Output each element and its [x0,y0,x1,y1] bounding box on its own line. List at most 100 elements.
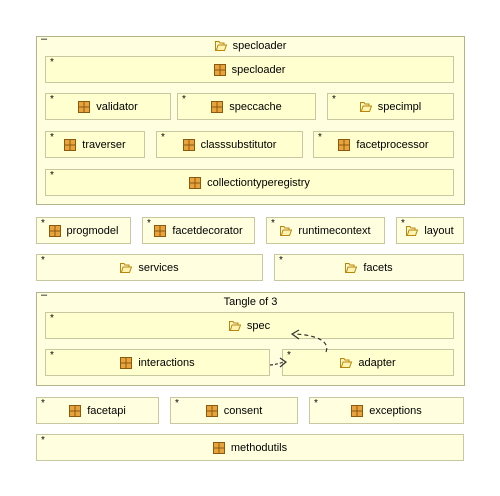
node-services-label-row: services [37,255,262,280]
node-marker: * [50,350,54,361]
node-facetdecorator[interactable]: * facetdecorator [142,217,255,244]
node-traverser[interactable]: * traverser [45,131,145,158]
node-specimpl-label-row: specimpl [328,94,453,119]
node-progmodel[interactable]: * progmodel [36,217,131,244]
node-facetprocessor-label: facetprocessor [356,138,429,151]
node-consent[interactable]: * consent [170,397,298,424]
node-classsubstitutor-label: classsubstitutor [200,138,277,151]
specloader-container-title: specloader [232,40,287,52]
class-icon [213,63,226,76]
node-specloader[interactable]: * specloader [45,56,454,83]
node-specimpl[interactable]: * specimpl [327,93,454,120]
node-spec-label-row: spec [46,313,453,338]
node-runtimecontext-label-row: runtimecontext [267,218,384,243]
node-interactions-label-row: interactions [46,350,269,375]
node-traverser-label-row: traverser [46,132,144,157]
class-icon [69,404,82,417]
node-interactions[interactable]: * interactions [45,349,270,376]
node-marker: * [314,398,318,409]
node-adapter-label-row: adapter [283,350,453,375]
node-validator-label: validator [96,100,138,113]
node-speccache-label: speccache [229,100,282,113]
node-progmodel-label-row: progmodel [37,218,130,243]
node-layout-label-row: layout [397,218,463,243]
node-classsubstitutor-label-row: classsubstitutor [157,132,302,157]
node-methodutils[interactable]: * methodutils [36,434,464,461]
node-layout-label: layout [424,224,454,237]
node-marker: * [50,313,54,324]
node-facetdecorator-label-row: facetdecorator [143,218,254,243]
node-facets[interactable]: * facets [274,254,464,281]
node-marker: * [50,132,54,143]
tangle-title: Tangle of 3 [223,296,278,308]
node-facetprocessor-label-row: facetprocessor [314,132,453,157]
class-icon [205,404,218,417]
node-facetprocessor[interactable]: * facetprocessor [313,131,454,158]
node-marker: * [41,255,45,266]
node-methodutils-label: methodutils [230,441,288,454]
node-marker: * [279,255,283,266]
node-marker: * [50,57,54,68]
package-folder-icon [345,262,358,274]
node-spec[interactable]: * spec [45,312,454,339]
node-facets-label: facets [363,261,393,274]
node-facetapi-label-row: facetapi [37,398,158,423]
node-marker: * [175,398,179,409]
package-folder-icon [120,262,133,274]
node-specloader-label-row: specloader [46,57,453,82]
class-icon [64,138,77,151]
node-marker: * [401,218,405,229]
node-progmodel-label: progmodel [66,224,119,237]
class-icon [212,441,225,454]
node-facetdecorator-label: facetdecorator [172,224,243,237]
package-folder-icon [214,40,227,52]
node-adapter-label: adapter [358,356,396,369]
node-exceptions[interactable]: * exceptions [309,397,464,424]
node-facets-label-row: facets [275,255,463,280]
package-folder-icon [359,101,372,113]
node-services[interactable]: * services [36,254,263,281]
specloader-container-title-row: specloader [37,39,464,53]
node-adapter[interactable]: * adapter [282,349,454,376]
collapse-marker[interactable]: – [41,33,48,45]
node-speccache-label-row: speccache [178,94,315,119]
class-icon [154,224,167,237]
node-marker: * [182,94,186,105]
node-marker: * [332,94,336,105]
node-exceptions-label-row: exceptions [310,398,463,423]
package-folder-icon [406,225,419,237]
node-specimpl-label: specimpl [377,100,422,113]
package-folder-icon [280,225,293,237]
node-validator[interactable]: * validator [45,93,171,120]
node-facetapi[interactable]: * facetapi [36,397,159,424]
node-marker: * [147,218,151,229]
node-layout[interactable]: * layout [396,217,464,244]
node-spec-label: spec [246,319,271,332]
collapse-marker[interactable]: – [41,289,48,301]
node-runtimecontext[interactable]: * runtimecontext [266,217,385,244]
node-marker: * [161,132,165,143]
node-collectiontyperegistry[interactable]: * collectiontyperegistry [45,169,454,196]
class-icon [78,100,91,113]
node-specloader-label: specloader [231,63,286,76]
node-traverser-label: traverser [82,138,126,151]
node-marker: * [50,170,54,181]
node-collectiontyperegistry-label-row: collectiontyperegistry [46,170,453,195]
class-icon [189,176,202,189]
node-validator-label-row: validator [46,94,170,119]
node-marker: * [287,350,291,361]
node-speccache[interactable]: * speccache [177,93,316,120]
class-icon [48,224,61,237]
node-facetapi-label: facetapi [87,404,126,417]
node-runtimecontext-label: runtimecontext [298,224,371,237]
node-methodutils-label-row: methodutils [37,435,463,460]
node-marker: * [271,218,275,229]
class-icon [120,356,133,369]
node-marker: * [50,94,54,105]
node-services-label: services [138,261,179,274]
node-interactions-label: interactions [138,356,195,369]
package-folder-icon [340,357,353,369]
class-icon [182,138,195,151]
node-marker: * [41,435,45,446]
node-classsubstitutor[interactable]: * classsubstitutor [156,131,303,158]
